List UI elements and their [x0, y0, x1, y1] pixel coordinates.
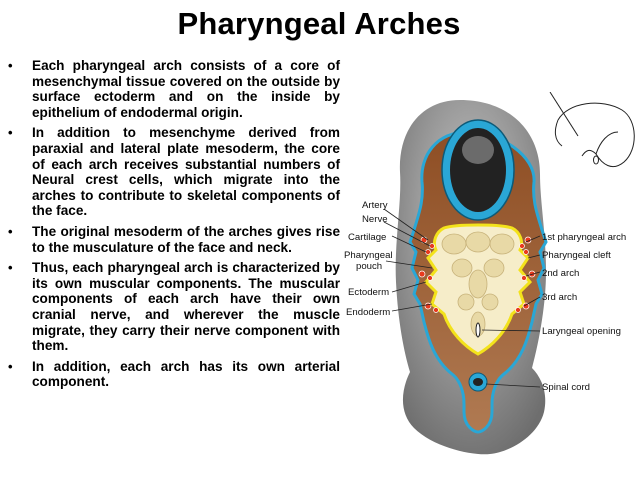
label-endoderm: Endoderm [346, 307, 390, 318]
bullet-text: In addition to mesenchyme derived from p… [32, 125, 340, 219]
label-leaders [383, 208, 541, 388]
laryngeal-opening-shape [475, 322, 481, 338]
bullet-text: In addition, each arch has its own arter… [32, 358, 340, 390]
bullet-dot: • [8, 58, 13, 73]
label-nerve: Nerve [362, 214, 388, 225]
label-ectoderm: Ectoderm [348, 287, 389, 298]
spinal-cord-inner [473, 378, 483, 386]
bullet-text: The original mesoderm of the arches give… [32, 223, 340, 255]
arch-vessels [418, 236, 536, 313]
bullet-dot: • [8, 260, 13, 276]
bullet-dot: • [8, 125, 13, 141]
bullet-item: • In addition, each arch has its own arte… [8, 359, 340, 390]
label-third-arch: 3rd arch [542, 292, 577, 303]
bullet-item: • In addition to mesenchyme derived from … [8, 125, 340, 219]
label-artery: Artery [362, 200, 388, 211]
embryo-illustration: Artery Nerve Cartilage Pharyngeal pouch … [344, 92, 635, 455]
bullet-dot: • [8, 358, 13, 374]
bullet-text: Thus, each pharyngeal arch is characteri… [32, 260, 340, 354]
label-laryngeal-opening: Laryngeal opening [542, 326, 621, 337]
label-pharyngeal-cleft: Pharyngeal cleft [542, 250, 611, 261]
pharyngeal-arches-figure: Artery Nerve Cartilage Pharyngeal pouch … [340, 92, 638, 478]
cartilage-elements [441, 231, 515, 337]
label-first-arch: 1st pharyngeal arch [542, 232, 626, 243]
bullet-item: • The original mesoderm of the arches giv… [8, 224, 340, 255]
slide-title: Pharyngeal Arches [177, 6, 461, 41]
label-spinal-cord: Spinal cord [542, 382, 590, 393]
bullet-item: • Each pharyngeal arch consists of a core… [8, 58, 340, 120]
label-pharyngeal-pouch-line2: pouch [356, 261, 382, 272]
bullet-list: • Each pharyngeal arch consists of a core… [8, 58, 340, 395]
embryo-sketch-inset [549, 92, 635, 167]
label-pharyngeal-pouch-line1: Pharyngeal [344, 250, 393, 261]
label-second-arch: 2nd arch [542, 268, 579, 279]
label-cartilage: Cartilage [348, 232, 386, 243]
brain-highlight [462, 136, 494, 164]
bullet-dot: • [8, 223, 13, 239]
bullet-text: Each pharyngeal arch consists of a core … [32, 58, 340, 120]
bullet-item: • Thus, each pharyngeal arch is character… [8, 260, 340, 354]
